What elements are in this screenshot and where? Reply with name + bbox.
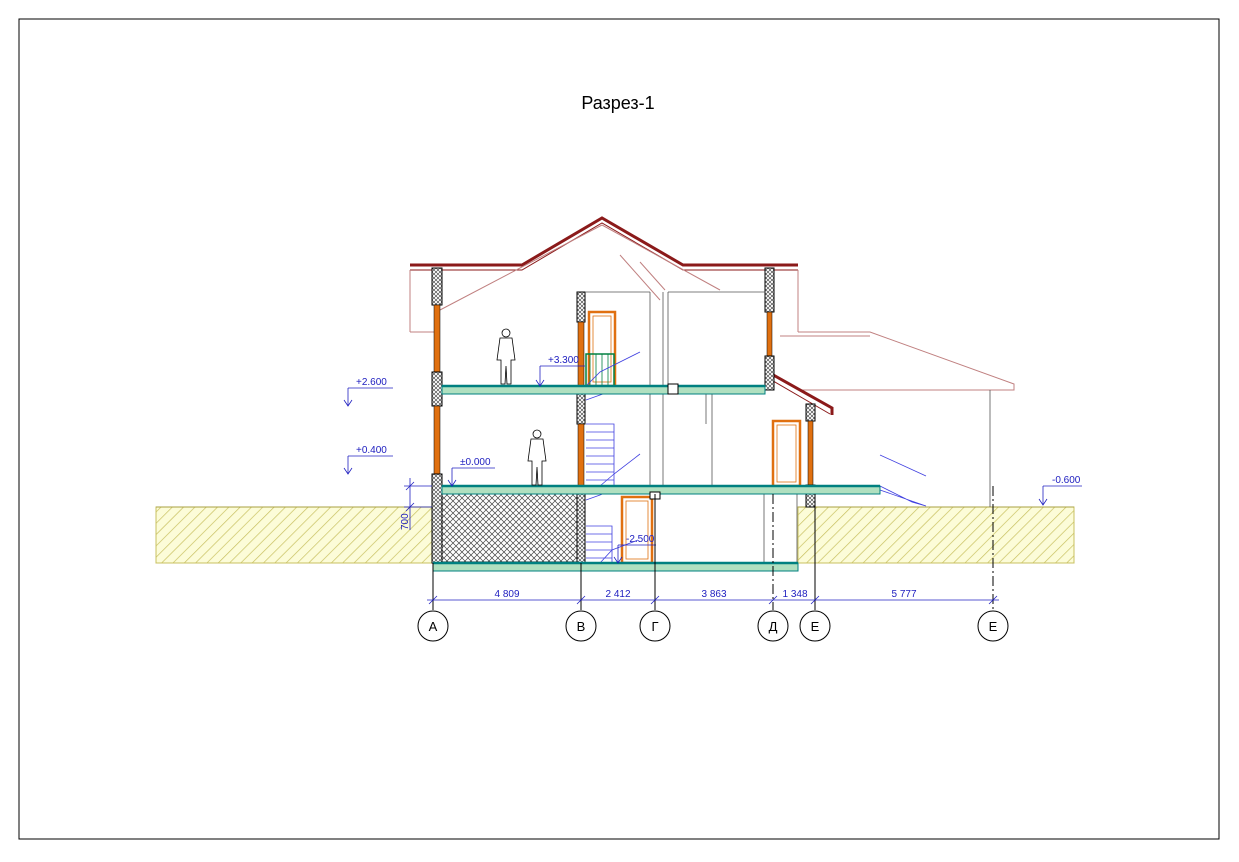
level-label-3300: +3.300 [548,355,579,366]
interior-wall-v [576,291,586,564]
dimension-chain [427,595,999,605]
level-marker-m0600 [1038,485,1082,506]
dimension-label-4: 1 348 [782,589,807,600]
dimension-label-2: 2 412 [605,589,630,600]
drawing-title: Разрез-1 [581,93,654,113]
sheet-frame [18,18,1220,840]
axis-bubble-d: Д [757,610,789,642]
level-marker-2600 [343,387,393,407]
axis-bubble-e1: Е [799,610,831,642]
axis-label-d: Д [769,619,778,634]
level-marker-0000 [447,467,495,487]
door-ground [771,419,802,488]
axis-lines [432,486,994,610]
partitions [585,291,991,563]
axis-label-g: Г [651,619,658,634]
dimension-label-1: 4 809 [494,589,519,600]
axis-label-e1: Е [811,619,820,634]
level-label-0000: ±0.000 [460,457,491,468]
vertical-dimension [404,478,432,530]
axis-bubble-a: А [417,610,449,642]
axis-bubble-v: В [565,610,597,642]
human-figure-ground [527,429,547,486]
exterior-wall-left [431,267,443,564]
roof [409,216,1015,415]
axis-label-v: В [577,619,586,634]
level-label-2600: +2.600 [356,377,387,388]
level-marker-m2500 [613,544,656,564]
level-label-0400: +0.400 [356,445,387,456]
dimension-label-5: 5 777 [891,589,916,600]
level-marker-0400 [343,455,393,475]
axis-label-a: А [429,619,438,634]
dimension-label-3: 3 863 [701,589,726,600]
staircase [585,351,927,564]
door-basement [620,495,654,565]
axis-label-e2: Е [989,619,998,634]
axis-bubble-g: Г [639,610,671,642]
axis-bubble-e2: Е [977,610,1009,642]
basement-fill [441,493,578,563]
vertical-dimension-label: 700 [400,513,411,530]
level-marker-3300 [535,365,585,387]
level-label-m2500: -2.500 [626,534,655,545]
ground-soil [155,506,1075,564]
level-label-m0600: -0.600 [1052,475,1081,486]
human-figure-upper [496,328,516,385]
